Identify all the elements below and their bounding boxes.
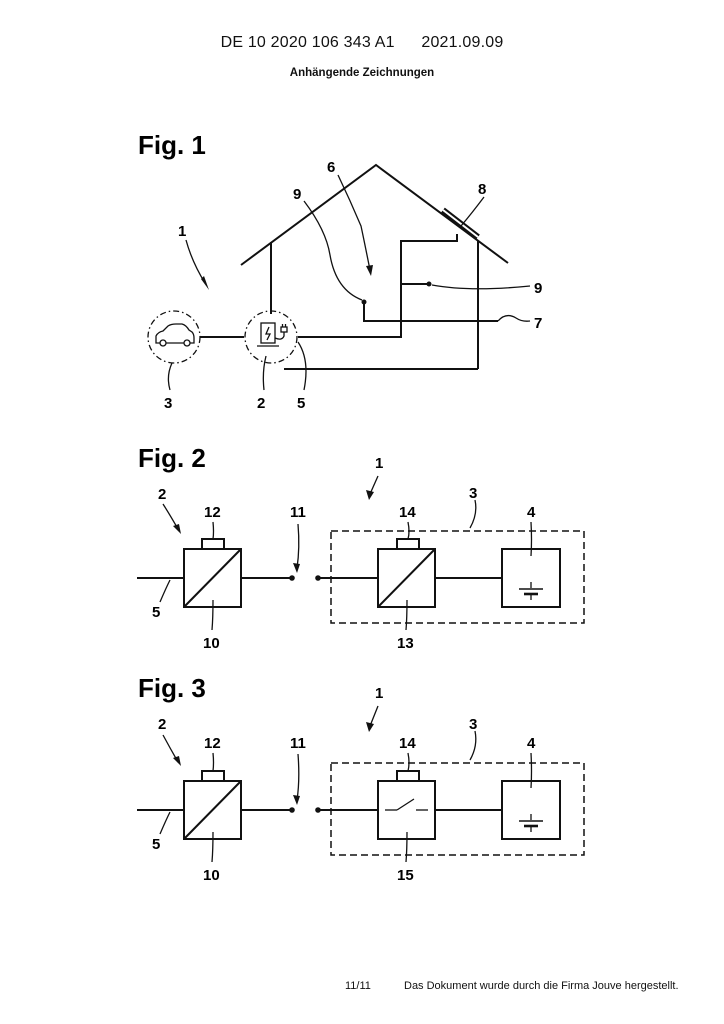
roof [241,165,508,265]
plug-icon [275,324,287,339]
ref2-13: 13 [397,635,414,652]
battery-icon [519,582,543,600]
ref3-11: 11 [290,735,306,752]
ref3-3: 3 [469,716,477,733]
ref-9b: 9 [534,280,542,297]
ref3-15: 15 [397,867,414,884]
figure-2: Fig. 2 [137,443,584,652]
connection-dot-b [315,575,321,581]
ref3-4: 4 [527,735,536,752]
ref2-1: 1 [375,455,383,472]
control-12 [202,539,224,549]
connection-dot-a [289,807,295,813]
charging-station-2 [245,311,297,363]
fig1-label: Fig. 1 [138,130,206,160]
fig3-label: Fig. 3 [138,673,206,703]
charger-boundary [245,311,297,363]
ref2-12: 12 [204,504,221,521]
page-number: 11/11 [345,980,371,992]
ref2-11: 11 [290,504,306,521]
ref3-12: 12 [204,735,221,752]
vehicle-3 [148,311,200,363]
ref-9a: 9 [293,186,301,203]
battery-icon [519,814,543,832]
ref-5: 5 [297,395,305,412]
ref2-14: 14 [399,504,416,521]
charging-station-icon [257,323,279,346]
car-icon [156,324,194,346]
ref2-3: 3 [469,485,477,502]
ref-2: 2 [257,395,265,412]
ref-8: 8 [478,181,486,198]
house-wiring [200,234,498,337]
switch-icon [385,799,428,810]
ref3-10: 10 [203,867,220,884]
fig2-label: Fig. 2 [138,443,206,473]
ref-7: 7 [534,315,542,332]
ref2-5: 5 [152,604,160,621]
connection-dot-a [289,575,295,581]
consumer-a-node [362,300,367,305]
ref2-10: 10 [203,635,220,652]
ref2-4: 4 [527,504,536,521]
ref3-5: 5 [152,836,160,853]
fig1-leaders [168,175,530,390]
ref3-1: 1 [375,685,383,702]
figure-1: Fig. 1 [138,130,542,412]
control-12 [202,771,224,781]
ref-1: 1 [178,223,186,240]
footer-note: Das Dokument wurde durch die Firma Jouve… [404,980,679,992]
ref2-2: 2 [158,486,166,503]
pv-panel [443,210,478,237]
connection-dot-b [315,807,321,813]
consumer-b-node [427,282,432,287]
ref3-2: 2 [158,716,166,733]
ref3-14: 14 [399,735,416,752]
ref-6: 6 [327,159,335,176]
ref-3: 3 [164,395,172,412]
figure-3: Fig. 3 [137,673,584,884]
vehicle-control-14 [397,539,419,549]
vehicle-control-14 [397,771,419,781]
